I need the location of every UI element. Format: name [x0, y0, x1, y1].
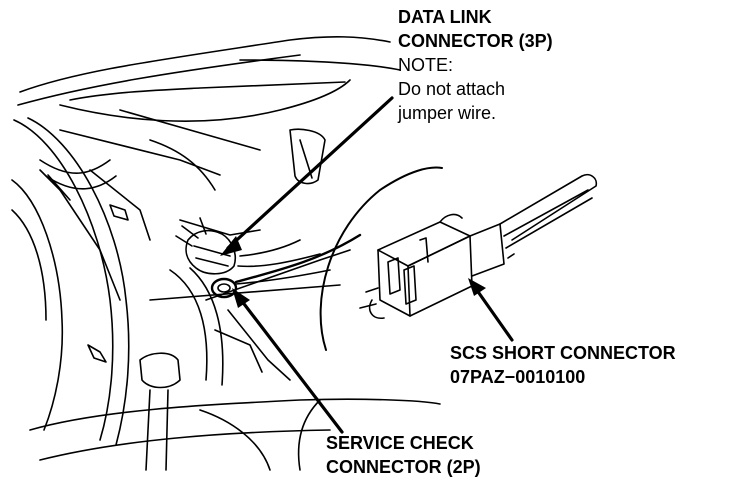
magnify-lead	[234, 233, 362, 284]
service-check-arrowhead	[232, 288, 250, 308]
note-heading: NOTE:	[398, 55, 454, 75]
data-link-label-line2: CONNECTOR (3P)	[398, 31, 553, 51]
dashboard-outline	[17, 36, 441, 471]
scs-label-line1: SCS SHORT CONNECTOR	[450, 343, 676, 363]
leader-arrows	[226, 96, 514, 434]
connector-cluster	[175, 217, 331, 299]
magnify-arc	[319, 166, 443, 351]
service-check-arrow	[236, 294, 344, 434]
data-link-arrow	[226, 96, 394, 250]
arrow-heads	[220, 236, 486, 308]
scs-arrowhead	[468, 278, 486, 296]
service-check-label-line1: SERVICE CHECK	[326, 433, 474, 453]
note-line2: jumper wire.	[398, 103, 497, 123]
note-line1: Do not attach	[398, 79, 506, 99]
steering-wheel	[11, 117, 130, 446]
service-check-label-line2: CONNECTOR (2P)	[326, 457, 481, 477]
scs-label-line2: 07PAZ−0010100	[450, 367, 586, 387]
data-link-arrowhead	[220, 236, 242, 256]
scs-connector-drawing	[359, 173, 598, 320]
data-link-label-line1: DATA LINK	[398, 7, 492, 27]
scs-arrow	[472, 284, 514, 342]
